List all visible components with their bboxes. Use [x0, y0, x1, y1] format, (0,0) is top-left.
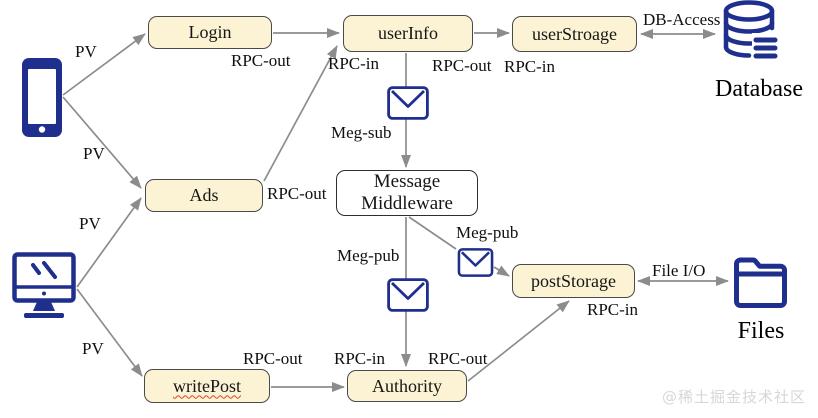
node-userstroage: userStroage [512, 16, 637, 52]
node-poststorage-label: postStorage [531, 270, 616, 291]
edge-label-file-io: File I/O [652, 261, 706, 280]
edge-label-rpc-in: RPC-in [587, 300, 639, 319]
edge-label-rpc-out: RPC-out [243, 349, 303, 368]
arrow-pc-ads [76, 197, 142, 288]
node-authority: Authority [347, 370, 467, 402]
watermark: @稀土掘金技术社区 [661, 388, 806, 406]
line-middleware-envelope [408, 216, 457, 250]
arrow-ads-userinfo [263, 45, 338, 182]
desktop-computer-icon [12, 252, 76, 318]
edge-label-pv: PV [79, 214, 101, 233]
edge-label-rpc-out: RPC-out [231, 51, 291, 70]
arrow-phone-ads [62, 96, 142, 189]
node-poststorage: postStorage [512, 264, 635, 298]
node-writepost: writePost [144, 369, 270, 403]
node-writepost-label: writePost [172, 375, 241, 396]
edge-label-rpc-out: RPC-out [428, 349, 488, 368]
database-label: Database [715, 76, 803, 102]
node-login: Login [148, 16, 272, 49]
edge-label-rpc-in: RPC-in [334, 349, 386, 368]
edge-label-pv: PV [75, 42, 97, 61]
arrow-phone-login [62, 33, 146, 96]
node-ads-label: Ads [189, 185, 219, 205]
edge-label-pv: PV [82, 339, 104, 358]
edge-label-pv: PV [83, 144, 105, 163]
node-userinfo: userInfo [343, 15, 473, 52]
edge-label-rpc-out: RPC-out [267, 184, 327, 203]
node-authority-label: Authority [372, 375, 442, 396]
arrow-authority-poststorage [467, 300, 570, 382]
arrow-pc-writepost [76, 288, 143, 377]
arrow-envelope-poststorage [493, 265, 510, 277]
mobile-phone-icon [22, 58, 62, 137]
edge-label-db-access: DB-Access [643, 10, 721, 29]
node-message-middleware-label-line2: Middleware [361, 193, 453, 214]
edge-label-meg-sub: Meg-sub [331, 123, 392, 142]
database-icon [723, 0, 779, 61]
edge-label-rpc-in: RPC-in [328, 54, 380, 73]
envelope-icon [387, 86, 429, 120]
edge-label-rpc-in: RPC-in [504, 57, 556, 76]
envelope-icon [387, 278, 429, 312]
node-message-middleware-label-line1: Message [373, 170, 441, 192]
node-ads: Ads [145, 179, 263, 212]
edge-label-meg-pub: Meg-pub [456, 223, 519, 242]
node-userstroage-label: userStroage [532, 23, 617, 44]
edge-label-meg-pub: Meg-pub [337, 246, 400, 265]
node-message-middleware: Message Middleware [336, 170, 478, 216]
edge-label-rpc-out: RPC-out [432, 56, 492, 75]
folder-icon [734, 257, 787, 308]
files-label: Files [737, 318, 785, 344]
node-login-label: Login [188, 22, 232, 42]
envelope-icon [457, 248, 494, 277]
node-userinfo-label: userInfo [378, 23, 438, 43]
